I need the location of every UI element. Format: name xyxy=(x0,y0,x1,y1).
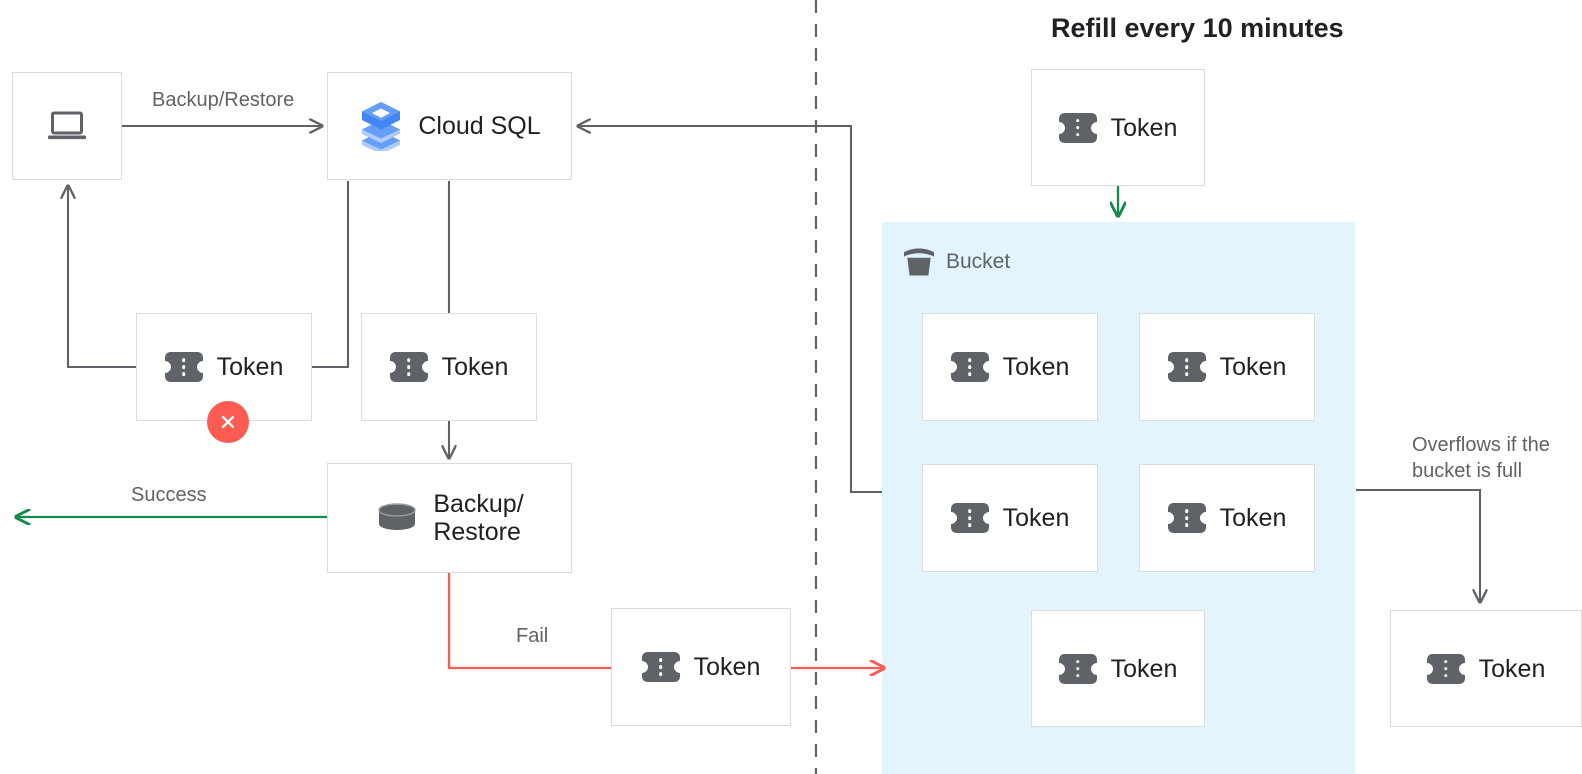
edge-cloudsql-to-token-left xyxy=(312,181,350,369)
token-icon xyxy=(950,352,989,382)
edge-bucket-to-cloudsql xyxy=(578,126,882,494)
edge-label-overflow: Overflows if the bucket is full xyxy=(1412,434,1550,482)
token-node-left[interactable]: Token xyxy=(136,313,312,443)
backup-restore-label: Backup/ Restore xyxy=(433,490,524,546)
token-label: Token xyxy=(1110,654,1178,683)
laptop-icon xyxy=(46,110,88,142)
edge-label-fail: Fail xyxy=(516,625,549,647)
laptop-node[interactable] xyxy=(12,72,122,180)
edge-token-left-to-laptop xyxy=(68,186,136,369)
token-node-fail[interactable]: Token xyxy=(611,608,791,726)
edge-bucket-overflow xyxy=(1356,488,1480,602)
error-badge-icon xyxy=(207,401,249,443)
token-icon xyxy=(389,352,428,382)
bucket-token-3[interactable]: Token xyxy=(922,464,1098,572)
token-label: Token xyxy=(1110,113,1178,142)
bucket-icon xyxy=(902,247,936,277)
database-icon xyxy=(375,501,419,535)
token-node-refill[interactable]: Token xyxy=(1031,69,1205,186)
bucket-token-4[interactable]: Token xyxy=(1139,464,1315,572)
page-title: Refill every 10 minutes xyxy=(1051,13,1344,43)
token-icon xyxy=(164,352,203,382)
bucket-token-5[interactable]: Token xyxy=(1031,610,1205,727)
token-node-overflow[interactable]: Token xyxy=(1390,610,1582,727)
cloud-sql-label: Cloud SQL xyxy=(418,112,541,140)
token-label: Token xyxy=(216,353,284,381)
token-label: Token xyxy=(1478,654,1546,683)
backup-restore-node[interactable]: Backup/ Restore xyxy=(327,463,572,573)
edge-label-success: Success xyxy=(131,484,207,506)
token-icon xyxy=(641,652,680,682)
token-label: Token xyxy=(1219,353,1287,381)
token-icon xyxy=(1058,112,1097,143)
bucket-label-text: Bucket xyxy=(946,250,1011,273)
token-icon xyxy=(1167,352,1206,382)
token-icon xyxy=(950,503,989,533)
token-label: Token xyxy=(693,653,761,681)
token-icon xyxy=(1167,503,1206,533)
token-label: Token xyxy=(1002,504,1070,532)
token-node-middle[interactable]: Token xyxy=(361,313,537,421)
token-label: Token xyxy=(1219,504,1287,532)
token-label: Token xyxy=(1002,353,1070,381)
edge-label-backup-restore: Backup/Restore xyxy=(152,89,295,111)
bucket-token-1[interactable]: Token xyxy=(922,313,1098,421)
token-icon xyxy=(1426,653,1465,684)
bucket-token-2[interactable]: Token xyxy=(1139,313,1315,421)
cloud-sql-node[interactable]: Cloud SQL xyxy=(327,72,572,180)
bucket-label-group: Bucket xyxy=(902,247,1010,277)
cloud-sql-logo-icon xyxy=(358,101,404,154)
token-label: Token xyxy=(441,353,509,381)
edge-fail xyxy=(447,573,611,670)
token-icon xyxy=(1058,653,1097,684)
